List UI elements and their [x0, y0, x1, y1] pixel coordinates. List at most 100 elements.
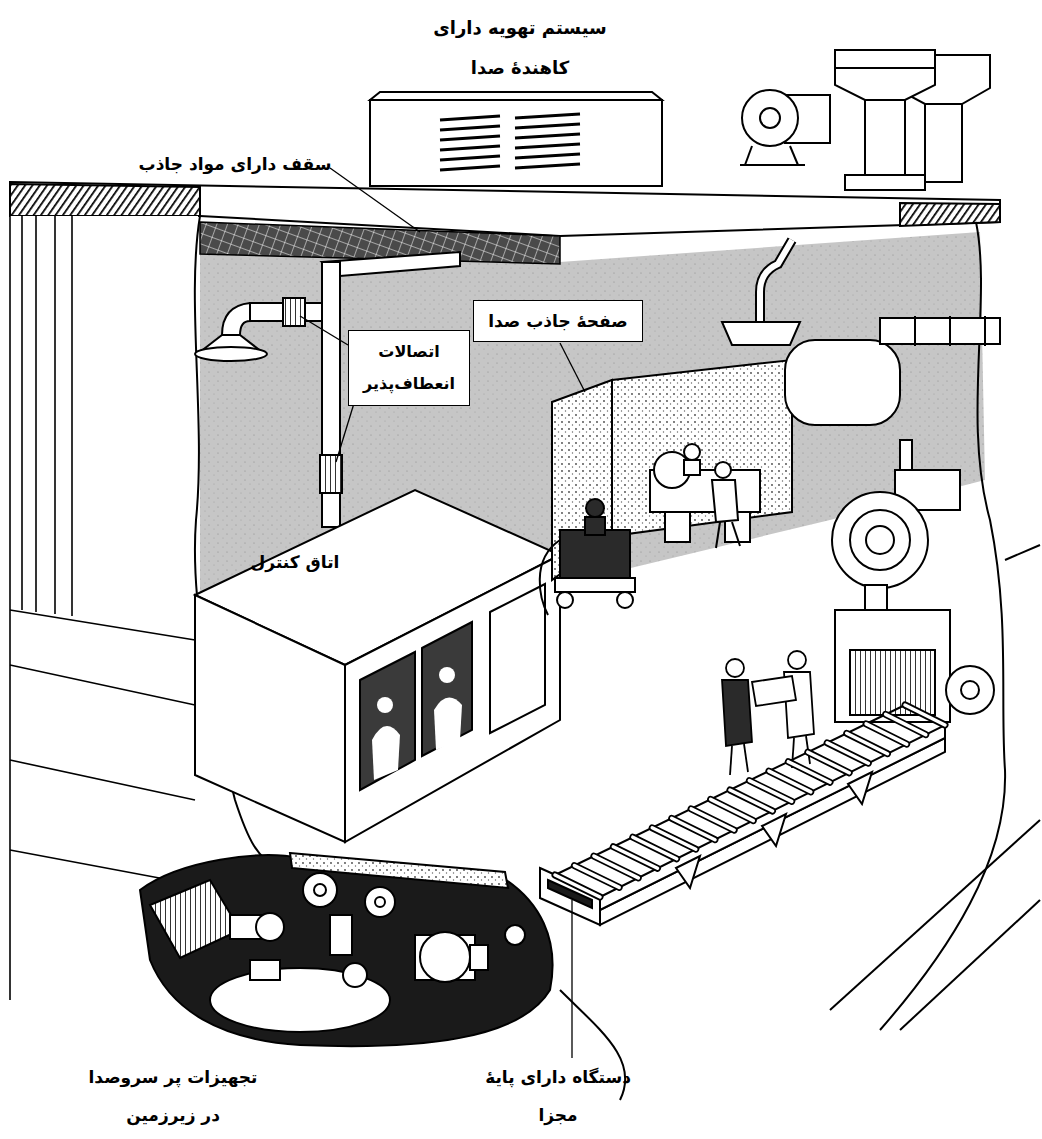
roof-slab: [900, 203, 1000, 226]
standing-people: [788, 651, 806, 669]
basement-equipment: [505, 925, 525, 945]
blower-machine: [865, 585, 887, 610]
exhaust-stack: [845, 175, 925, 190]
control-room: [195, 490, 560, 842]
control-room: [377, 697, 393, 713]
workshop-machines: [557, 592, 573, 608]
basement-equipment: [303, 873, 337, 907]
joint-callout-box: اتصالات انعطاف‌پذیر: [348, 330, 470, 406]
ventilation-unit: [370, 100, 662, 186]
workshop-machines: [732, 522, 740, 546]
ventilation-unit: [370, 92, 662, 186]
back-machine: [722, 322, 800, 345]
roller-conveyor: [886, 714, 926, 734]
ventilation-duct: [195, 252, 460, 527]
workshop-machines: [540, 444, 760, 615]
blower-machine: [832, 492, 928, 588]
ventilation-unit: [440, 146, 500, 150]
panel-callout-box: صفحهٔ جاذب صدا: [473, 300, 643, 342]
leader-line: [330, 168, 420, 232]
leader-line: [571, 900, 572, 1058]
roller-conveyor: [691, 809, 734, 830]
back-machine: [949, 316, 951, 346]
left-wall: [9, 182, 11, 1000]
roller-conveyor: [691, 809, 734, 830]
basement-equipment: [420, 932, 470, 982]
blower-machine: [850, 510, 910, 570]
left-wall: [10, 610, 195, 640]
leader-line: [560, 343, 585, 392]
basement-equipment: [330, 915, 352, 955]
left-wall: [21, 216, 23, 610]
left-wall: [71, 216, 73, 616]
workshop-machines: [555, 578, 635, 592]
roller-conveyor: [808, 752, 849, 773]
cutaway-edge: [900, 900, 1040, 1030]
ventilation-unit: [440, 136, 500, 140]
ventilation-unit: [440, 114, 580, 170]
roller-conveyor: [672, 818, 715, 839]
roller-conveyor: [762, 814, 786, 846]
roller-conveyor: [613, 847, 657, 869]
ventilation-duct: [283, 298, 305, 326]
roller-conveyor: [676, 856, 700, 888]
roller-conveyor: [672, 818, 715, 839]
roller-conveyor: [555, 705, 945, 910]
exhaust-stack: [835, 50, 935, 100]
exhaust-stack: [835, 50, 990, 190]
roller-conveyor: [847, 733, 888, 753]
control-room: [434, 698, 462, 750]
ventilation-duct: [322, 252, 460, 276]
roller-conveyor: [769, 771, 811, 792]
control-room: [360, 652, 415, 790]
roller-conveyor: [711, 799, 754, 820]
back-machine: [914, 316, 916, 346]
roof-fan: [740, 90, 830, 165]
workshop-machines: [684, 444, 700, 460]
basement-equipment: [343, 963, 367, 987]
workshop-machines: [684, 460, 700, 475]
part-label: تجهیزات پر سروصدا در زیرزمین: [78, 1058, 268, 1134]
roller-conveyor: [555, 705, 945, 897]
standing-people: [752, 676, 796, 706]
workshop-machines: [586, 499, 604, 517]
leader-line: [300, 316, 348, 345]
roller-conveyor: [866, 724, 907, 744]
back-machine: [880, 318, 1000, 344]
isolated-foundation: [600, 738, 945, 925]
basement-equipment: [365, 887, 395, 917]
roller-conveyor: [788, 762, 830, 783]
roller-conveyor: [886, 714, 926, 734]
roller-conveyor: [652, 828, 696, 849]
sound-absorbing-panel: [552, 360, 792, 580]
basement-equipment: [470, 945, 488, 970]
roller-conveyor: [594, 856, 638, 878]
back-machine: [984, 316, 986, 346]
roller-conveyor: [555, 705, 945, 897]
roller-conveyor: [749, 781, 791, 802]
left-wall: [10, 760, 195, 800]
standing-people: [730, 746, 732, 775]
roller-conveyor: [848, 772, 872, 804]
control-room: [372, 726, 400, 780]
roller-conveyor: [711, 799, 754, 820]
roller-conveyor: [730, 790, 773, 811]
roller-conveyor: [652, 828, 696, 849]
basement-equipment: [256, 913, 284, 941]
roller-conveyor: [847, 733, 888, 753]
workshop-machines: [712, 480, 738, 522]
basement-equipment: [150, 873, 525, 1032]
sound-absorbing-panel: [612, 360, 792, 536]
control-room: [422, 622, 472, 756]
ventilation-unit: [370, 92, 662, 100]
left-wall: [10, 850, 170, 880]
ventilation-duct: [222, 303, 250, 335]
roller-conveyor: [633, 837, 677, 859]
roller-conveyor: [749, 781, 791, 802]
workshop-machines: [585, 517, 605, 535]
cutaway-edge: [560, 990, 625, 1100]
blower-machine: [832, 470, 994, 722]
roller-conveyor: [730, 790, 773, 811]
